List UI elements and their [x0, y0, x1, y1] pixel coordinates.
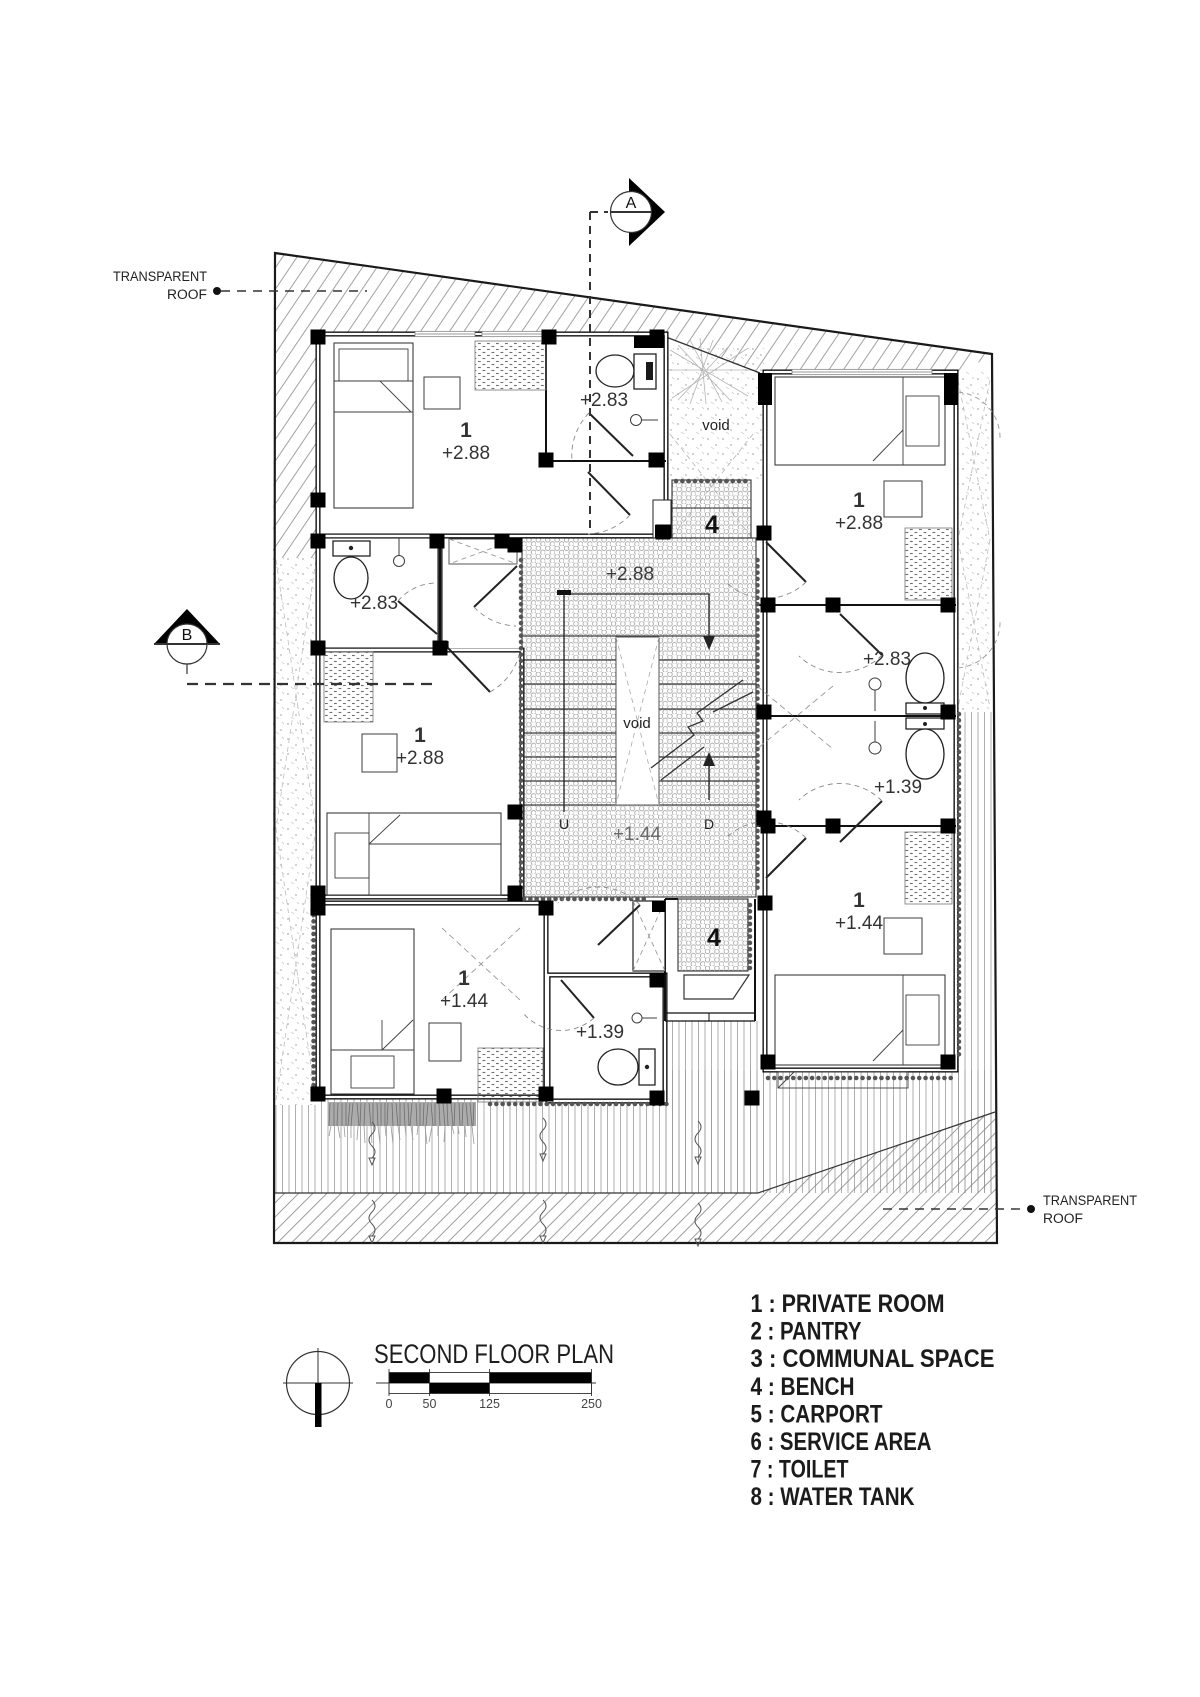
svg-text:4 : BENCH: 4 : BENCH	[751, 1373, 855, 1401]
svg-text:+2.88: +2.88	[396, 748, 444, 769]
svg-text:50: 50	[423, 1397, 437, 1411]
svg-text:4: 4	[705, 511, 719, 539]
svg-text:+1.44: +1.44	[835, 913, 884, 934]
svg-text:+2.88: +2.88	[442, 443, 490, 464]
svg-text:void: void	[623, 715, 651, 732]
svg-text:A: A	[626, 195, 637, 212]
svg-text:125: 125	[479, 1397, 500, 1411]
svg-text:+2.83: +2.83	[580, 390, 628, 411]
svg-text:1: 1	[458, 967, 470, 990]
svg-text:D: D	[704, 816, 714, 832]
svg-text:ROOF: ROOF	[1043, 1211, 1083, 1226]
svg-text:+2.83: +2.83	[863, 649, 911, 670]
svg-text:4: 4	[707, 924, 721, 952]
svg-text:TRANSPARENT: TRANSPARENT	[1043, 1193, 1137, 1208]
svg-text:U: U	[559, 816, 569, 832]
svg-text:+1.44: +1.44	[613, 824, 662, 845]
svg-text:8 : WATER TANK: 8 : WATER TANK	[751, 1483, 915, 1511]
svg-text:6 : SERVICE AREA: 6 : SERVICE AREA	[751, 1428, 932, 1456]
svg-text:2 : PANTRY: 2 : PANTRY	[751, 1318, 862, 1346]
svg-text:TRANSPARENT: TRANSPARENT	[113, 269, 207, 284]
svg-text:void: void	[702, 417, 730, 434]
svg-text:1: 1	[414, 724, 426, 747]
svg-text:+2.88: +2.88	[835, 513, 883, 534]
svg-text:250: 250	[581, 1397, 602, 1411]
svg-text:1: 1	[853, 889, 865, 912]
svg-text:ROOF: ROOF	[167, 287, 207, 302]
svg-text:+2.88: +2.88	[606, 564, 654, 585]
svg-text:1: 1	[853, 489, 865, 512]
svg-text:5 : CARPORT: 5 : CARPORT	[751, 1400, 883, 1428]
svg-text:SECOND FLOOR PLAN: SECOND FLOOR PLAN	[374, 1339, 614, 1369]
svg-text:3 : COMMUNAL SPACE: 3 : COMMUNAL SPACE	[751, 1345, 995, 1373]
svg-text:B: B	[182, 627, 193, 644]
svg-text:+1.39: +1.39	[874, 777, 922, 798]
svg-text:0: 0	[386, 1397, 393, 1411]
svg-text:+1.44: +1.44	[440, 991, 489, 1012]
svg-text:1 : PRIVATE ROOM: 1 : PRIVATE ROOM	[751, 1290, 945, 1318]
svg-text:+2.83: +2.83	[350, 593, 398, 614]
svg-text:+1.39: +1.39	[576, 1022, 624, 1043]
svg-text:1: 1	[460, 419, 472, 442]
svg-text:7 : TOILET: 7 : TOILET	[751, 1456, 849, 1484]
